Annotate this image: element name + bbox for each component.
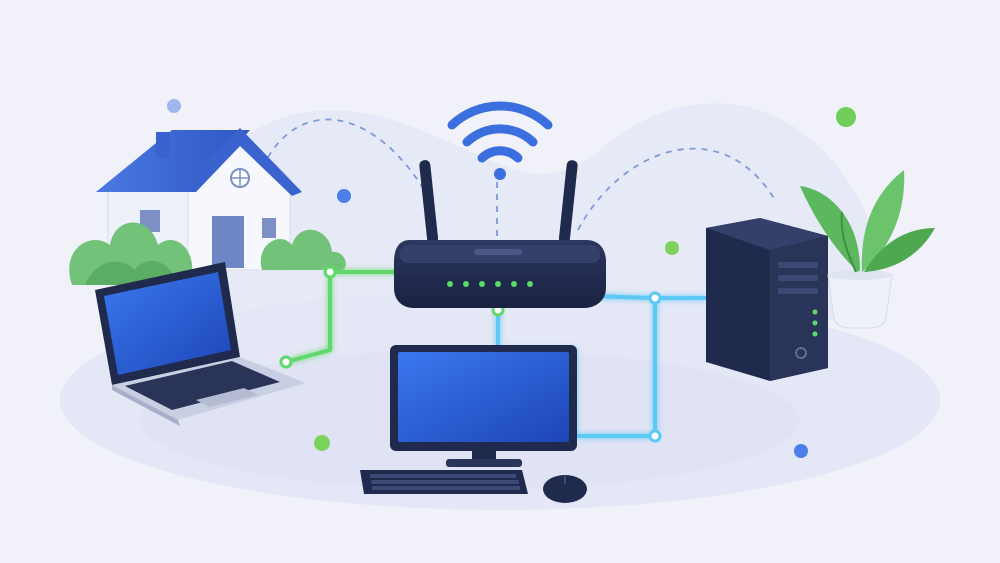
wifi-icon	[447, 101, 553, 180]
desktop-icon	[390, 345, 577, 467]
laptop-icon	[95, 262, 306, 426]
plant-icon	[800, 170, 935, 329]
dot	[836, 107, 856, 127]
server-icon	[706, 218, 828, 381]
dot	[314, 435, 330, 451]
floating-dots	[167, 99, 856, 458]
dot	[794, 444, 808, 458]
dot	[337, 189, 351, 203]
router-icon	[394, 160, 606, 308]
dot	[167, 99, 181, 113]
dashed-connection-arcs	[261, 118, 776, 240]
mouse-icon	[543, 475, 587, 503]
link-nodes	[279, 265, 662, 443]
bushes	[69, 222, 346, 285]
dot	[665, 241, 679, 255]
keyboard-icon	[360, 470, 528, 494]
